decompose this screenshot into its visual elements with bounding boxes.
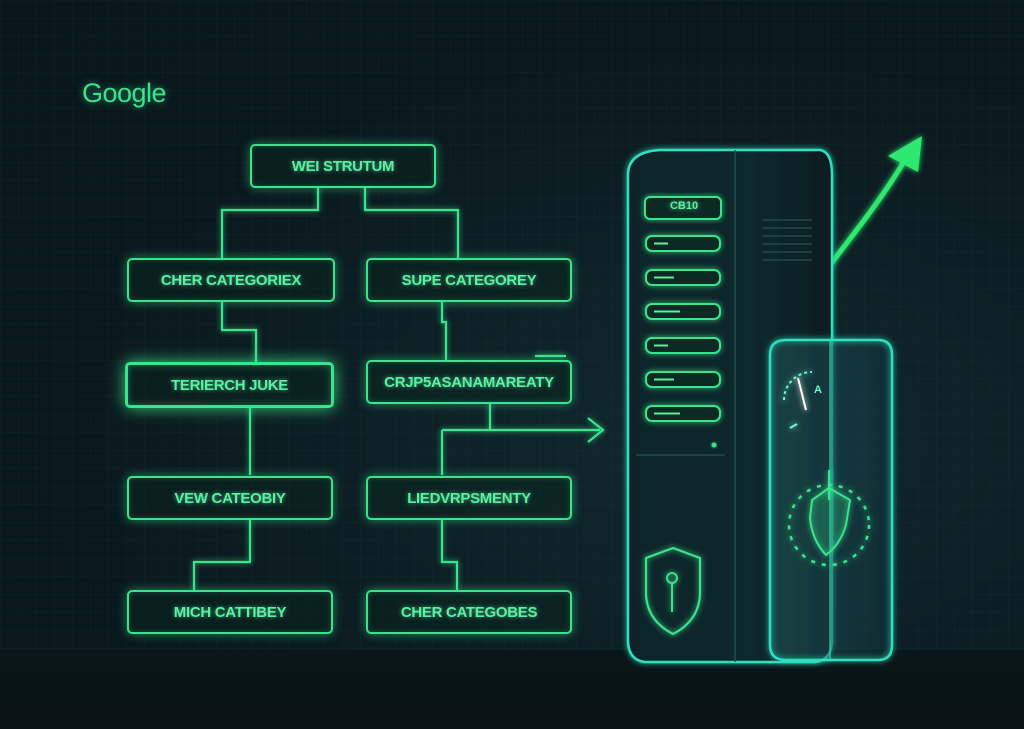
node-left-4: MICH CATTIBEY — [127, 590, 333, 634]
gauge-label: A — [814, 384, 822, 396]
node-right-4: CHER CATEGOBES — [366, 590, 572, 634]
connector-root-left — [220, 188, 320, 258]
drive-slot — [645, 303, 721, 320]
drive-slot — [645, 235, 721, 252]
shield-icon — [644, 546, 702, 636]
status-led — [711, 442, 717, 448]
node-left-3: VEW CATEOBIY — [127, 476, 333, 520]
drive-slot — [645, 371, 721, 388]
drive-slot-group — [645, 235, 721, 422]
vent-grille — [762, 219, 812, 261]
flow-arrow-head — [587, 417, 605, 443]
connector-right-1 — [440, 302, 448, 360]
gauge-icon — [783, 371, 813, 429]
node-root: WEI STRUTUM — [250, 144, 436, 188]
drive-slot — [645, 337, 721, 354]
connector-root-right — [363, 188, 460, 258]
shield-icon — [787, 470, 871, 567]
gauge-cabinet — [768, 338, 894, 662]
connector-left-1 — [220, 302, 258, 365]
server-display-label: CB10 — [669, 200, 699, 212]
server-display — [644, 196, 722, 220]
node-left-1: CHER CATEGORIEX — [127, 258, 335, 302]
node-left-2: TERIERCH JUKE — [125, 362, 334, 408]
node-right-3: LIEDVRPSMENTY — [366, 476, 572, 520]
drive-slot — [645, 405, 721, 422]
floor — [0, 650, 1024, 729]
brand-logo: Google — [82, 78, 167, 108]
node-right-1: SUPE CATEGOREY — [366, 258, 572, 302]
connector-right-4 — [440, 520, 459, 590]
drive-slot — [645, 269, 721, 286]
node-right-2: CRJP5ASANAMAREATY — [366, 360, 572, 404]
connector-left-3 — [192, 520, 252, 590]
